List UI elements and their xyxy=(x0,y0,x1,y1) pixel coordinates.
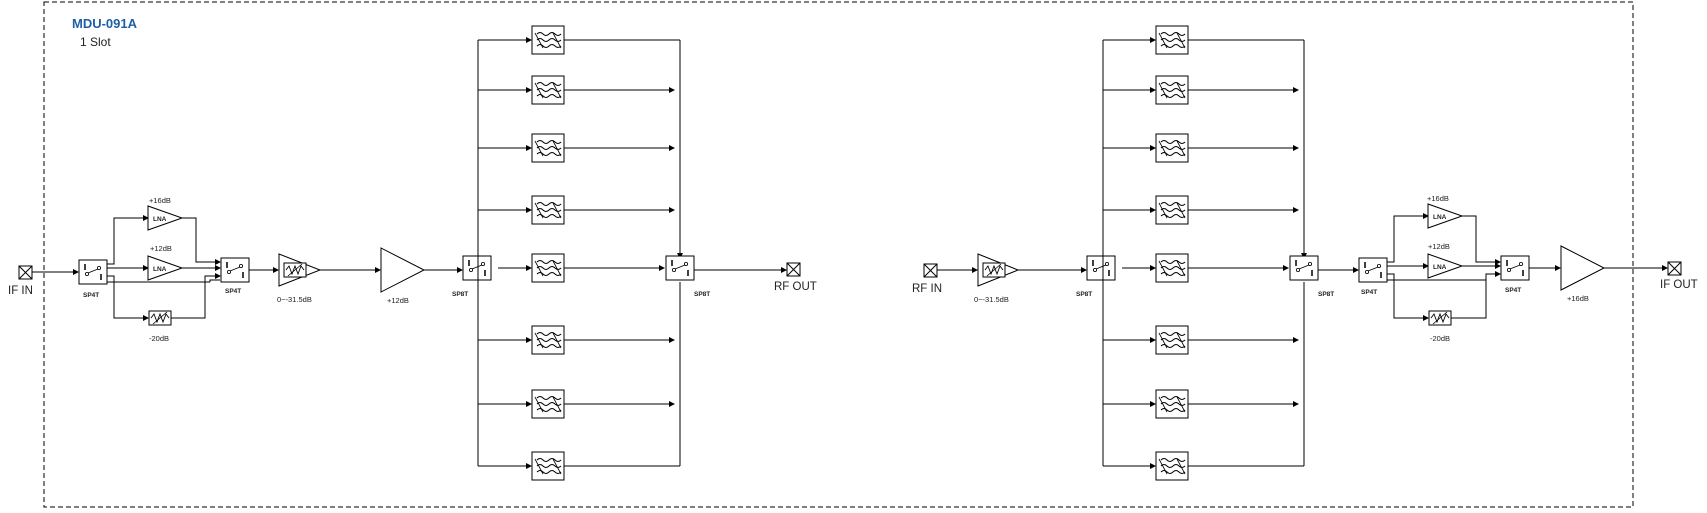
sp8t-in-switch-icon xyxy=(1086,255,1116,281)
bandpass-filter-icon xyxy=(531,389,565,419)
down-step-atten-label: 0~-31.5dB xyxy=(974,295,1009,304)
bandpass-filter-icon xyxy=(531,325,565,355)
bandpass-filter-icon xyxy=(531,133,565,163)
amp-gain-label: +12dB xyxy=(387,296,409,305)
bandpass-filter-icon xyxy=(531,75,565,105)
bandpass-filter-icon xyxy=(531,195,565,225)
bandpass-filter-icon xyxy=(1155,325,1189,355)
bandpass-filter-icon xyxy=(531,25,565,55)
bandpass-filter-icon xyxy=(1155,389,1189,419)
amp-12db-icon xyxy=(380,247,426,293)
rf-in-label: RF IN xyxy=(912,283,942,295)
bandpass-filter-icon xyxy=(531,253,565,283)
slot-label: 1 Slot xyxy=(80,35,111,49)
lna-mid-label: LNA xyxy=(153,266,167,273)
sp4t-out-switch-icon xyxy=(1500,255,1530,281)
bypass-attenuator-icon xyxy=(1428,310,1452,326)
filter-bank-up xyxy=(478,25,680,481)
if-in-label: IF IN xyxy=(8,285,33,297)
down-sp4t-in-label: SP4T xyxy=(1361,289,1377,296)
sp8t-in-label: SP8T xyxy=(452,291,468,298)
step-attenuator-icon xyxy=(982,262,1006,278)
lna-mid-gain: +12dB xyxy=(150,244,172,253)
down-sp8t-in-label: SP8T xyxy=(1076,291,1092,298)
bandpass-filter-icon xyxy=(531,451,565,481)
amp-16db-icon xyxy=(1560,245,1606,291)
module-border xyxy=(43,1,1634,508)
sp4t-in-label: SP4T xyxy=(83,292,99,299)
sp4t-out-label: SP4T xyxy=(225,288,241,295)
bandpass-filter-icon xyxy=(1155,195,1189,225)
bandpass-filter-icon xyxy=(1155,75,1189,105)
bypass-attenuator-icon xyxy=(148,310,172,326)
down-lna-top-gain: +16dB xyxy=(1427,194,1449,203)
down-lna-mid-label: LNA xyxy=(1433,264,1447,271)
if-out-label: IF OUT xyxy=(1660,279,1698,291)
down-sp8t-out-label: SP8T xyxy=(1318,291,1334,298)
step-attenuator-icon xyxy=(283,262,307,278)
down-sp4t-out-label: SP4T xyxy=(1505,287,1521,294)
module-title: MDU-091A xyxy=(72,16,138,31)
down-chain: RF IN 0~-31.5dB SP8T xyxy=(912,25,1698,481)
rf-in-port-icon xyxy=(923,263,938,278)
lna-top-label: LNA xyxy=(153,216,167,223)
down-bypass-atten-label: -20dB xyxy=(1430,334,1450,343)
sp8t-in-switch-icon xyxy=(462,255,492,281)
if-out-port-icon xyxy=(1667,261,1682,276)
sp4t-in-switch-icon xyxy=(1358,257,1388,283)
lna-top-amplifier-icon xyxy=(1427,203,1464,229)
filter-bank-down xyxy=(1103,25,1304,481)
step-atten-label: 0~-31.5dB xyxy=(277,295,312,304)
down-amp-gain-label: +16dB xyxy=(1567,294,1589,303)
sp8t-out-label: SP8T xyxy=(694,291,710,298)
rf-out-label: RF OUT xyxy=(774,281,817,293)
lna-mid-amplifier-icon xyxy=(147,255,184,281)
down-lna-mid-gain: +12dB xyxy=(1428,242,1450,251)
bandpass-filter-icon xyxy=(1155,133,1189,163)
up-chain: IF IN SP4T LNA +16dB LNA +12dB -20dB SP4… xyxy=(8,25,817,481)
bandpass-filter-icon xyxy=(1155,253,1189,283)
sp4t-out-switch-icon xyxy=(220,257,250,283)
bandpass-filter-icon xyxy=(1155,25,1189,55)
sp8t-out-switch-icon xyxy=(665,255,695,281)
sp4t-in-switch-icon xyxy=(78,259,108,285)
lna-mid-amplifier-icon xyxy=(1427,253,1464,279)
rf-out-port-icon xyxy=(786,262,801,277)
bypass-atten-label: -20dB xyxy=(149,334,169,343)
lna-top-amplifier-icon xyxy=(147,205,184,231)
down-lna-top-label: LNA xyxy=(1433,214,1447,221)
if-in-port-icon xyxy=(18,265,33,280)
bandpass-filter-icon xyxy=(1155,451,1189,481)
sp8t-out-switch-icon xyxy=(1289,255,1319,281)
lna-top-gain: +16dB xyxy=(149,196,171,205)
